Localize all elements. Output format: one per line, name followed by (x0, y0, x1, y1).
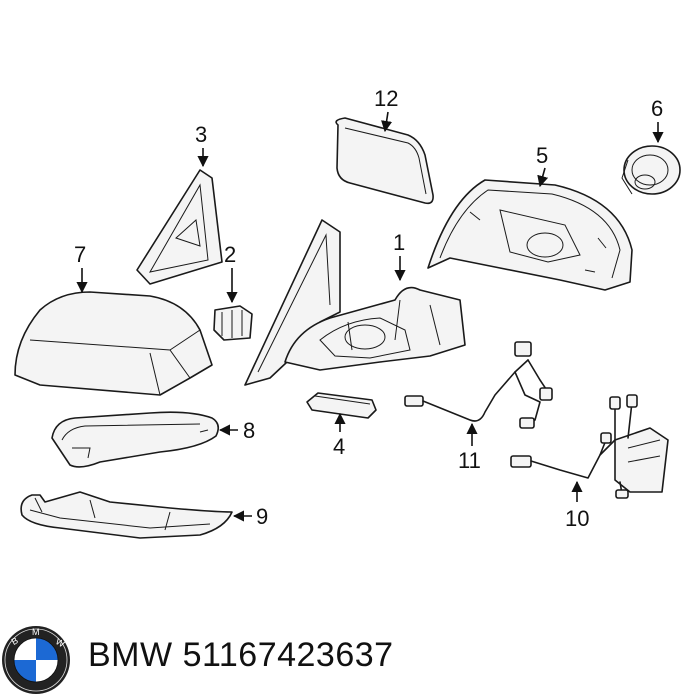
part-number: 51167423637 (182, 636, 394, 674)
part-12-mirror-glass: 12 (335, 86, 434, 205)
part-9-light-strip: 9 (20, 491, 268, 539)
part-10-wiring-module: 10 (510, 394, 669, 531)
callout-6: 6 (651, 96, 663, 121)
part-1-mirror-base: 1 (244, 219, 466, 386)
callout-9: 9 (256, 504, 268, 529)
part-6-actuator: 6 (621, 96, 681, 195)
callout-2: 2 (224, 242, 236, 267)
callout-1: 1 (393, 230, 405, 255)
brand-name: BMW (88, 636, 173, 674)
callout-11: 11 (458, 448, 481, 473)
part-3-triangle-trim: 3 (136, 122, 223, 285)
part-7-mirror-cap: 7 (14, 242, 213, 396)
callout-12: 12 (374, 86, 398, 111)
part-11-wiring-harness: 11 (404, 341, 553, 473)
svg-text:M: M (32, 627, 40, 637)
bmw-roundel-icon: B M W (2, 626, 70, 694)
callout-8: 8 (243, 418, 255, 443)
callout-7: 7 (74, 242, 86, 267)
callout-4: 4 (333, 434, 345, 459)
part-4-cover: 4 (306, 392, 377, 459)
callout-5: 5 (536, 143, 548, 168)
callout-3: 3 (195, 122, 207, 147)
part-2-clip: 2 (213, 242, 253, 341)
callout-10: 10 (565, 506, 589, 531)
svg-text:B: B (10, 635, 20, 647)
part-5-mirror-housing: 5 (427, 143, 633, 291)
part-8-turn-signal: 8 (51, 411, 255, 468)
